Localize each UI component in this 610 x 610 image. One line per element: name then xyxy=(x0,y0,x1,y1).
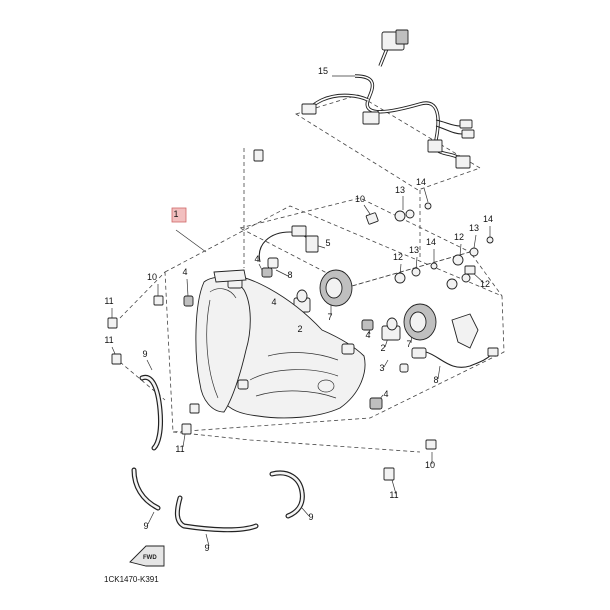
part-label-n1: 1 xyxy=(173,209,178,219)
diagram-part-code: 1CK1470-K391 xyxy=(104,575,159,584)
headlight-body xyxy=(189,269,366,419)
part-label-n9-b: 9 xyxy=(308,512,313,522)
part-label-n15: 15 xyxy=(318,66,328,76)
part-label-n14-r1: 14 xyxy=(483,214,493,224)
part-label-n9-c: 9 xyxy=(143,521,148,531)
part-label-n7-left: 7 xyxy=(327,312,332,322)
part-label-n11-c: 11 xyxy=(175,444,184,454)
part-label-n13-r1: 13 xyxy=(469,223,479,233)
part-label-n4-e: 4 xyxy=(383,389,388,399)
part-label-n4-a: 4 xyxy=(254,254,259,264)
part-label-n8-right: 8 xyxy=(433,375,438,385)
seals xyxy=(131,374,305,533)
part-label-n4-c: 4 xyxy=(271,297,276,307)
part-label-n11-a: 11 xyxy=(104,296,113,306)
part-label-n10-bottom: 10 xyxy=(425,460,435,470)
part-label-n13-top: 13 xyxy=(395,185,405,195)
part-label-n12-r2: 12 xyxy=(393,252,403,262)
part-label-n10-top: 10 xyxy=(355,194,365,204)
part-label-n2-right: 2 xyxy=(380,343,385,353)
part-label-n7-right: 7 xyxy=(406,339,411,349)
part-label-n2-left: 2 xyxy=(297,324,302,334)
part-label-n14-r2: 14 xyxy=(426,237,436,247)
part-label-n11-b: 11 xyxy=(104,335,113,345)
part-label-n4-b: 4 xyxy=(182,267,187,277)
part-1-highlight xyxy=(171,207,187,223)
part-label-n13-r2: 13 xyxy=(409,245,419,255)
wiring-harness xyxy=(301,29,475,169)
forward-arrow-icon: FWD xyxy=(129,545,165,567)
part-label-n9-a: 9 xyxy=(142,349,147,359)
part-label-n10-left: 10 xyxy=(147,272,157,282)
part-label-n3: 3 xyxy=(379,363,384,373)
part-label-n5: 5 xyxy=(325,238,330,248)
fwd-label: FWD xyxy=(143,555,157,561)
part-label-n12-r3: 12 xyxy=(480,279,490,289)
part-label-n11-d: 11 xyxy=(389,490,398,500)
part-label-n9-d: 9 xyxy=(204,543,209,553)
part-label-n14-top: 14 xyxy=(416,177,426,187)
part-label-n8-left: 8 xyxy=(287,270,292,280)
part-label-n12-r1: 12 xyxy=(454,232,464,242)
leader-lines xyxy=(111,75,491,547)
part-label-n4-d: 4 xyxy=(365,330,370,340)
